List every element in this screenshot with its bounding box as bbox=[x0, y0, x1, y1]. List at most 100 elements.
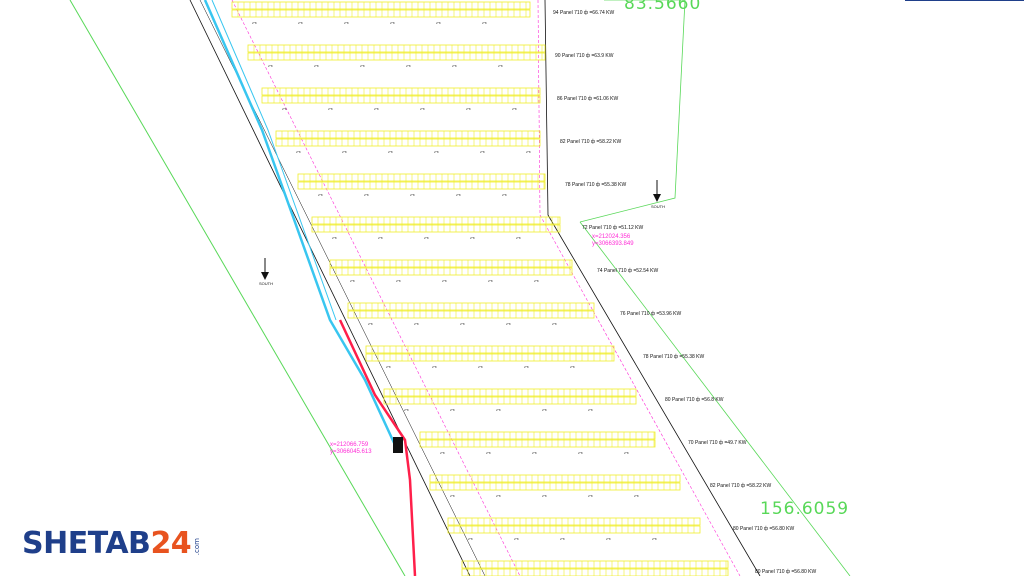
pv-strip bbox=[311, 216, 561, 225]
pv-string-tag: 2*8 bbox=[368, 322, 373, 326]
pv-string-tag: 2*8 bbox=[560, 537, 565, 541]
pv-string-tag: 2*8 bbox=[388, 150, 393, 154]
pv-strip bbox=[247, 52, 546, 61]
pv-strip bbox=[461, 560, 729, 569]
row-capacity-label: 86 Panel 710 ф =61.06 KW bbox=[557, 96, 619, 102]
pv-string-tag: 2*8 bbox=[328, 107, 333, 111]
pv-string-tag: 2*8 bbox=[634, 494, 639, 498]
pv-string-tag: 2*8 bbox=[502, 193, 507, 197]
row-capacity-label: 74 Panel 710 ф =52.54 KW bbox=[597, 268, 659, 274]
row-capacity-label: 80 Panel 710 ф =56.80 KW bbox=[755, 569, 817, 575]
logo-text-main: SHETAB bbox=[22, 526, 151, 561]
row-capacity-label: 82 Panel 710 ф =58.22 KW bbox=[710, 483, 772, 489]
pv-string-tag: 2*8 bbox=[298, 21, 303, 25]
pv-string-tag: 2*8 bbox=[268, 64, 273, 68]
pv-string-tag: 2*8 bbox=[498, 64, 503, 68]
site-boundary-right bbox=[579, 221, 851, 576]
pv-string-tag: 2*8 bbox=[506, 322, 511, 326]
pv-string-tag: 2*8 bbox=[542, 408, 547, 412]
pv-string-tag: 2*8 bbox=[374, 107, 379, 111]
coordinate-x-right: x=212024.356 bbox=[592, 234, 631, 240]
pv-string-tag: 2*8 bbox=[496, 408, 501, 412]
pv-string-tag: 2*8 bbox=[386, 365, 391, 369]
pv-strip bbox=[419, 439, 656, 448]
pv-string-tag: 2*8 bbox=[524, 365, 529, 369]
pv-string-tag: 2*8 bbox=[486, 451, 491, 455]
cyan-cable bbox=[203, 0, 397, 446]
pv-string-tag: 2*8 bbox=[344, 21, 349, 25]
site-boundary-top-right bbox=[579, 0, 686, 223]
inverter-symbol bbox=[393, 437, 403, 453]
pv-string-tag: 2*8 bbox=[588, 494, 593, 498]
pv-string-tag: 2*8 bbox=[456, 193, 461, 197]
coordinate-x-left: x=212066.759 bbox=[330, 442, 369, 448]
measurement-bottom: 156.6059 bbox=[760, 499, 849, 519]
pv-strip bbox=[311, 224, 561, 233]
coordinate-y-right: y=3066393.849 bbox=[592, 241, 634, 247]
pv-string-tag: 2*8 bbox=[436, 21, 441, 25]
south-arrow-left: SOUTH bbox=[259, 258, 273, 286]
pv-string-tag: 2*8 bbox=[406, 64, 411, 68]
pv-string-tag: 2*8 bbox=[482, 21, 487, 25]
pv-string-tag: 2*8 bbox=[534, 279, 539, 283]
pv-string-tag: 2*8 bbox=[342, 150, 347, 154]
pv-string-tag: 2*8 bbox=[282, 107, 287, 111]
svg-text:SOUTH: SOUTH bbox=[259, 281, 273, 286]
pv-strip bbox=[297, 173, 546, 182]
pv-string-tag: 2*8 bbox=[414, 322, 419, 326]
pv-strip bbox=[247, 44, 546, 53]
pv-row: 2*8 2*8 2*8 2*8 2*8 bbox=[347, 302, 595, 326]
pv-string-tag: 2*8 bbox=[318, 193, 323, 197]
pv-row: 2*82*82*82*82*82*8 bbox=[461, 560, 729, 576]
pv-string-tag: 2*8 bbox=[396, 279, 401, 283]
pv-strip bbox=[365, 345, 615, 354]
pv-string-tag: 2*8 bbox=[378, 236, 383, 240]
logo-tld: .com bbox=[193, 537, 202, 555]
pv-strip bbox=[231, 9, 531, 18]
setback-line-right bbox=[537, 0, 741, 576]
pv-strip bbox=[297, 181, 546, 190]
pv-string-tag: 2*8 bbox=[542, 494, 547, 498]
pv-string-tag: 2*8 bbox=[450, 494, 455, 498]
pv-string-tag: 2*8 bbox=[460, 322, 465, 326]
fence-line-right bbox=[544, 0, 761, 576]
pv-string-tag: 2*8 bbox=[516, 236, 521, 240]
pv-string-tag: 2*8 bbox=[390, 21, 395, 25]
row-capacity-label: 82 Panel 710 ф =58.22 KW bbox=[560, 139, 622, 145]
row-capacity-label: 70 Panel 710 ф =49.7 KW bbox=[688, 440, 747, 446]
pv-string-tag: 2*8 bbox=[570, 365, 575, 369]
pv-strip bbox=[429, 474, 681, 483]
row-capacity-label: 78 Panel 710 ф =55.38 KW bbox=[565, 182, 627, 188]
pv-string-tag: 2*8 bbox=[480, 150, 485, 154]
pv-strip bbox=[429, 482, 681, 491]
pv-strip bbox=[329, 259, 573, 268]
coordinate-y-left: y=3066045.613 bbox=[330, 449, 372, 455]
row-capacity-label: 90 Panel 710 ф =63.9 KW bbox=[555, 53, 614, 59]
pv-string-tag: 2*8 bbox=[552, 322, 557, 326]
logo-text-number: 24 bbox=[150, 526, 192, 561]
row-capacity-label: 80 Panel 710 ф =56.80 KW bbox=[733, 526, 795, 532]
cyan-cable-2 bbox=[211, 0, 337, 321]
pv-strip bbox=[365, 353, 615, 362]
measurement-top: 83.5660 bbox=[624, 0, 701, 14]
pv-string-tag: 2*8 bbox=[332, 236, 337, 240]
row-capacity-label: 78 Panel 710 ф =55.38 KW bbox=[643, 354, 705, 360]
pv-string-tag: 2*8 bbox=[450, 408, 455, 412]
pv-string-tag: 2*8 bbox=[404, 408, 409, 412]
pv-strip bbox=[261, 87, 541, 96]
pv-strip bbox=[347, 310, 595, 319]
pv-string-tag: 2*8 bbox=[424, 236, 429, 240]
pv-string-tag: 2*8 bbox=[350, 279, 355, 283]
pv-string-tag: 2*8 bbox=[478, 365, 483, 369]
fence-line-left bbox=[189, 0, 471, 576]
pv-string-tag: 2*8 bbox=[364, 193, 369, 197]
